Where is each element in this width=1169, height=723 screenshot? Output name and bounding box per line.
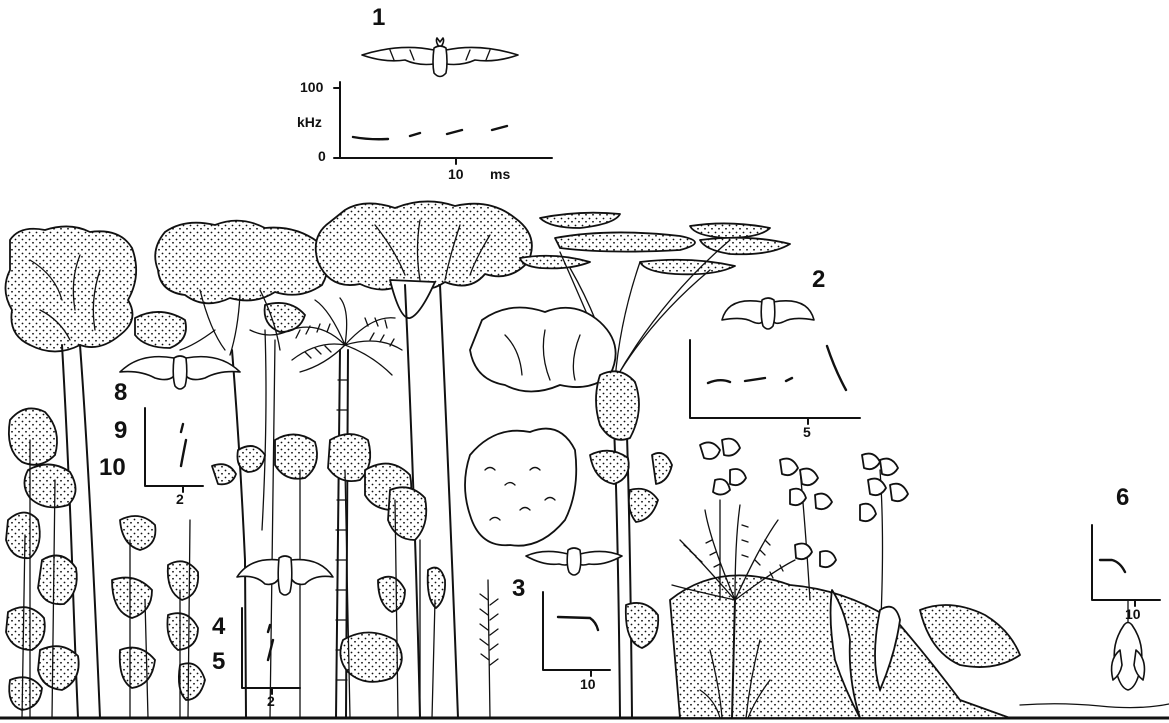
bat-icon [120, 356, 240, 389]
panel-9-label: 9 [114, 419, 127, 443]
bat-icon [722, 298, 814, 329]
panel-10-label: 10 [99, 456, 126, 480]
panel-2-label: 2 [812, 268, 825, 292]
panel-1-axes [334, 82, 552, 164]
panel-4-label: 4 [212, 615, 225, 639]
panel-1-xtick: 10 [448, 167, 464, 181]
tree-icon [465, 308, 639, 546]
panel-1-xaxis-unit: ms [490, 167, 510, 181]
fern-icon [480, 580, 498, 718]
panel-4-5-xtick: 2 [267, 694, 275, 708]
panel-2-xtick: 5 [803, 425, 811, 439]
bat-icon [526, 548, 622, 575]
panel-3-axes [543, 592, 610, 676]
panel-6-label: 6 [1116, 486, 1129, 510]
panel-3-xtick: 10 [580, 677, 596, 691]
panel-6-xtick: 10 [1125, 607, 1141, 621]
panel-1-ytick-0: 0 [318, 149, 326, 163]
panel-3-label: 3 [512, 577, 525, 601]
panel-8-10-xtick: 2 [176, 492, 184, 506]
panel-5-label: 5 [212, 650, 225, 674]
panel-8-label: 8 [114, 381, 127, 405]
bat-icon [362, 38, 518, 77]
bat-icon [237, 556, 333, 595]
panel-6-axes [1092, 525, 1160, 606]
panel-1-label: 1 [372, 6, 385, 30]
panel-1-ytick-100: 100 [300, 80, 323, 94]
panel-1-yaxis-unit: kHz [297, 115, 322, 129]
panel-2-axes [690, 340, 860, 424]
panel-8-10-axes [145, 408, 203, 492]
